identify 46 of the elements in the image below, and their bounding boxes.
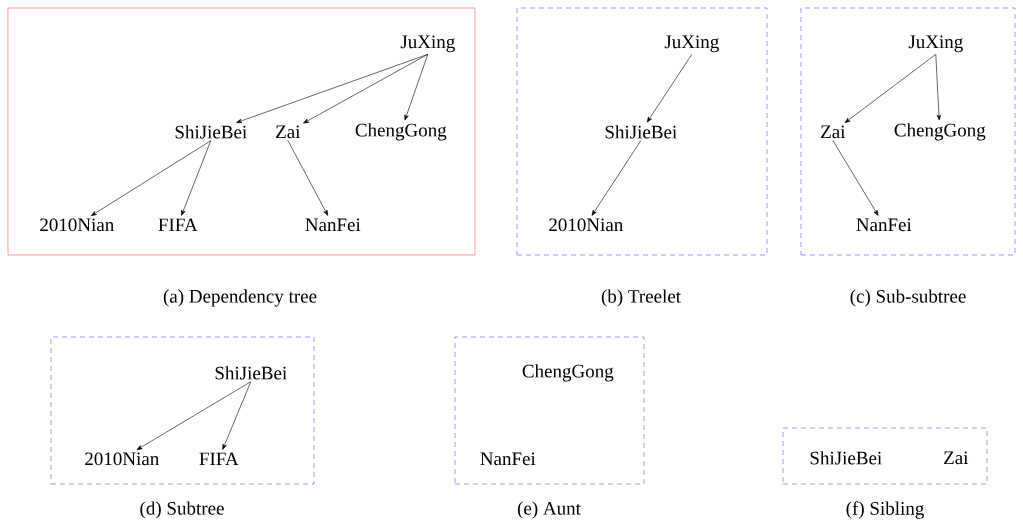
panel-label: (a) Dependency tree	[163, 289, 317, 307]
word-label: 2010Nian	[549, 218, 623, 232]
word-label: Zai	[276, 125, 301, 139]
word-label: JuXing	[908, 35, 963, 53]
arrow	[935, 54, 942, 121]
arrow	[646, 54, 693, 123]
word-label: JuXing	[664, 35, 719, 53]
arrow	[181, 140, 212, 216]
panel-label: (c) Sub-subtree	[850, 289, 966, 307]
arrow	[844, 54, 937, 123]
word-label: 2010Nian	[40, 218, 114, 232]
panel-label: (d) Subtree	[140, 501, 224, 519]
word-label: ChengGong	[522, 364, 614, 382]
panel-label: (e) Aunt	[517, 501, 581, 519]
arrow	[287, 140, 329, 216]
word-label: ShiJieBei	[810, 451, 882, 465]
word-label: ShiJieBei	[215, 366, 287, 380]
panel-frame	[50, 336, 315, 485]
arrow	[136, 381, 252, 451]
word-label: ShiJieBei	[175, 125, 247, 139]
arrow	[591, 140, 642, 216]
panel-frame	[7, 7, 476, 256]
word-label: ShiJieBei	[605, 125, 677, 139]
panel-label: (b) Treelet	[601, 289, 681, 307]
arrow	[90, 140, 212, 216]
word-label: ChengGong	[894, 123, 986, 141]
word-label: ChengGong	[355, 123, 447, 141]
arrow	[303, 54, 429, 124]
panel-frame	[800, 7, 1016, 256]
word-label: Zai	[944, 451, 969, 465]
panel-label: (f) Sibling	[846, 501, 924, 519]
arrow	[222, 381, 252, 450]
panel-frame	[516, 7, 768, 256]
word-label: JuXing	[400, 35, 455, 53]
word-label: NanFei	[305, 218, 361, 232]
word-label: NanFei	[480, 452, 536, 466]
word-label: FIFA	[158, 218, 198, 232]
arrow	[404, 54, 429, 121]
arrow	[832, 140, 879, 216]
panel-frame	[454, 336, 645, 485]
arrow	[236, 54, 429, 123]
panel-frame	[782, 427, 988, 485]
word-label: Zai	[821, 125, 846, 139]
word-label: 2010Nian	[85, 452, 159, 466]
word-label: FIFA	[199, 452, 239, 466]
word-label: NanFei	[856, 218, 912, 232]
